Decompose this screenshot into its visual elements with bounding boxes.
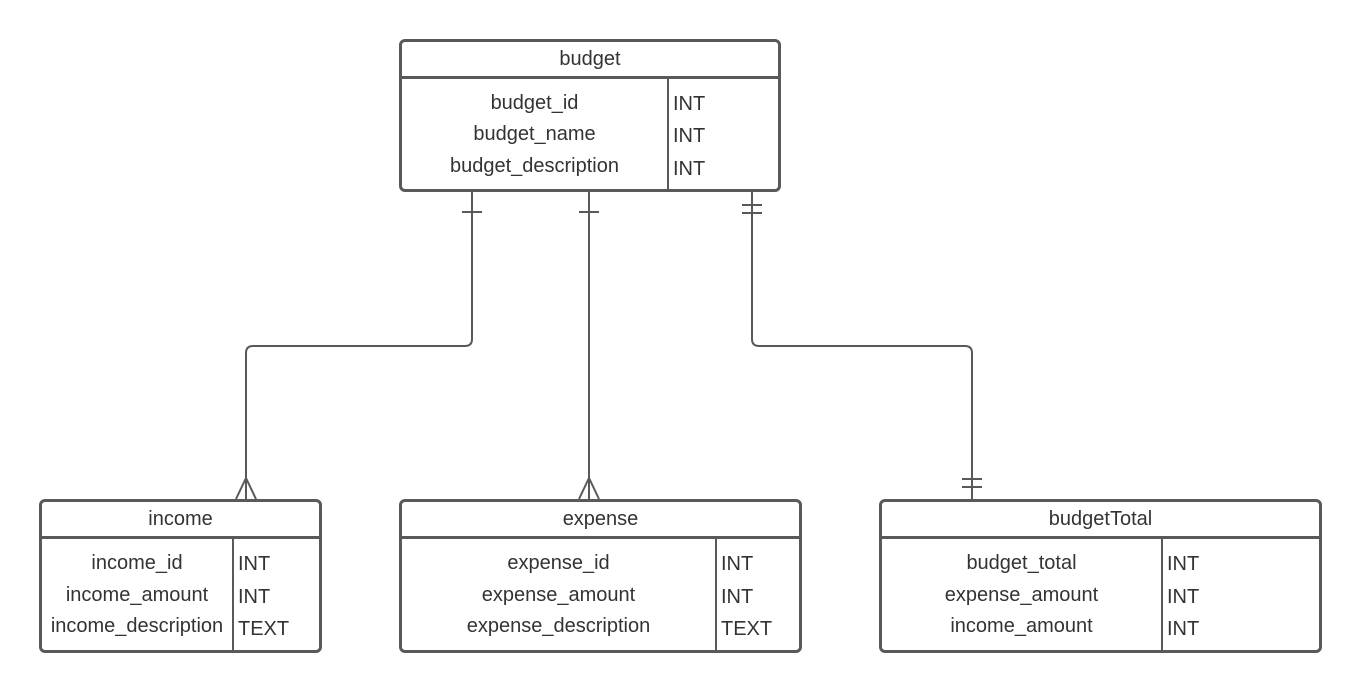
- field-type: INT: [673, 125, 706, 147]
- connector-line-budget-income: [245, 192, 473, 499]
- field-type: INT: [238, 552, 271, 575]
- entity-fields-income: income_id income_amount income_descripti…: [42, 539, 319, 650]
- field-types-column: INT INT TEXT: [717, 539, 799, 650]
- field-name: income_id: [91, 551, 183, 574]
- field-names-column: income_id income_amount income_descripti…: [42, 539, 234, 650]
- field-names-column: expense_id expense_amount expense_descri…: [402, 539, 717, 650]
- field-name: budget_description: [449, 154, 619, 177]
- field-name: budget_id: [490, 91, 579, 114]
- field-name: income_description: [50, 615, 224, 638]
- field-name: expense_id: [507, 551, 610, 574]
- field-types-column: INT INT INT: [669, 79, 778, 189]
- field-type: INT: [1167, 552, 1200, 575]
- relationship-budget-expense: [578, 192, 600, 500]
- field-name: expense_amount: [944, 583, 1099, 606]
- field-name: income_amount: [950, 615, 1093, 638]
- relationship-budget-budgettotal: [742, 192, 982, 499]
- field-names-column: budget_total expense_amount income_amoun…: [882, 539, 1163, 650]
- many-marker-expense: [578, 477, 600, 500]
- entity-title-expense: expense: [402, 502, 799, 539]
- field-type: INT: [721, 552, 754, 575]
- field-type: INT: [721, 585, 754, 608]
- field-types-column: INT INT INT: [1163, 539, 1319, 650]
- entity-title-budget: budget: [402, 42, 778, 79]
- field-type: INT: [1167, 618, 1200, 641]
- field-type: INT: [238, 585, 271, 608]
- field-name: expense_description: [466, 615, 651, 638]
- entity-income[interactable]: income income_id income_amount income_de…: [39, 499, 322, 653]
- field-type: TEXT: [721, 618, 773, 641]
- entity-budget[interactable]: budget budget_id budget_name budget_desc…: [399, 39, 781, 192]
- field-name: expense_amount: [481, 583, 636, 606]
- connector-line-budget-budgettotal: [751, 192, 973, 499]
- relationship-budget-income: [235, 192, 482, 500]
- one-and-only-one-marker-budget: [742, 204, 762, 214]
- entity-fields-budgettotal: budget_total expense_amount income_amoun…: [882, 539, 1319, 650]
- field-type: INT: [1167, 585, 1200, 608]
- entity-fields-expense: expense_id expense_amount expense_descri…: [402, 539, 799, 650]
- entity-title-budgettotal: budgetTotal: [882, 502, 1319, 539]
- entity-budgettotal[interactable]: budgetTotal budget_total expense_amount …: [879, 499, 1322, 653]
- entity-title-income: income: [42, 502, 319, 539]
- field-type: INT: [673, 157, 706, 180]
- field-types-column: INT INT TEXT: [234, 539, 319, 650]
- field-name: budget_name: [473, 123, 596, 145]
- entity-expense[interactable]: expense expense_id expense_amount expens…: [399, 499, 802, 653]
- field-name: budget_total: [966, 551, 1077, 574]
- field-names-column: budget_id budget_name budget_description: [402, 79, 669, 189]
- one-and-only-one-marker-budgettotal: [962, 478, 982, 488]
- field-type: TEXT: [238, 618, 290, 641]
- entity-fields-budget: budget_id budget_name budget_description…: [402, 79, 778, 189]
- field-type: INT: [673, 92, 706, 115]
- field-name: income_amount: [65, 583, 209, 606]
- many-marker-income: [235, 477, 257, 500]
